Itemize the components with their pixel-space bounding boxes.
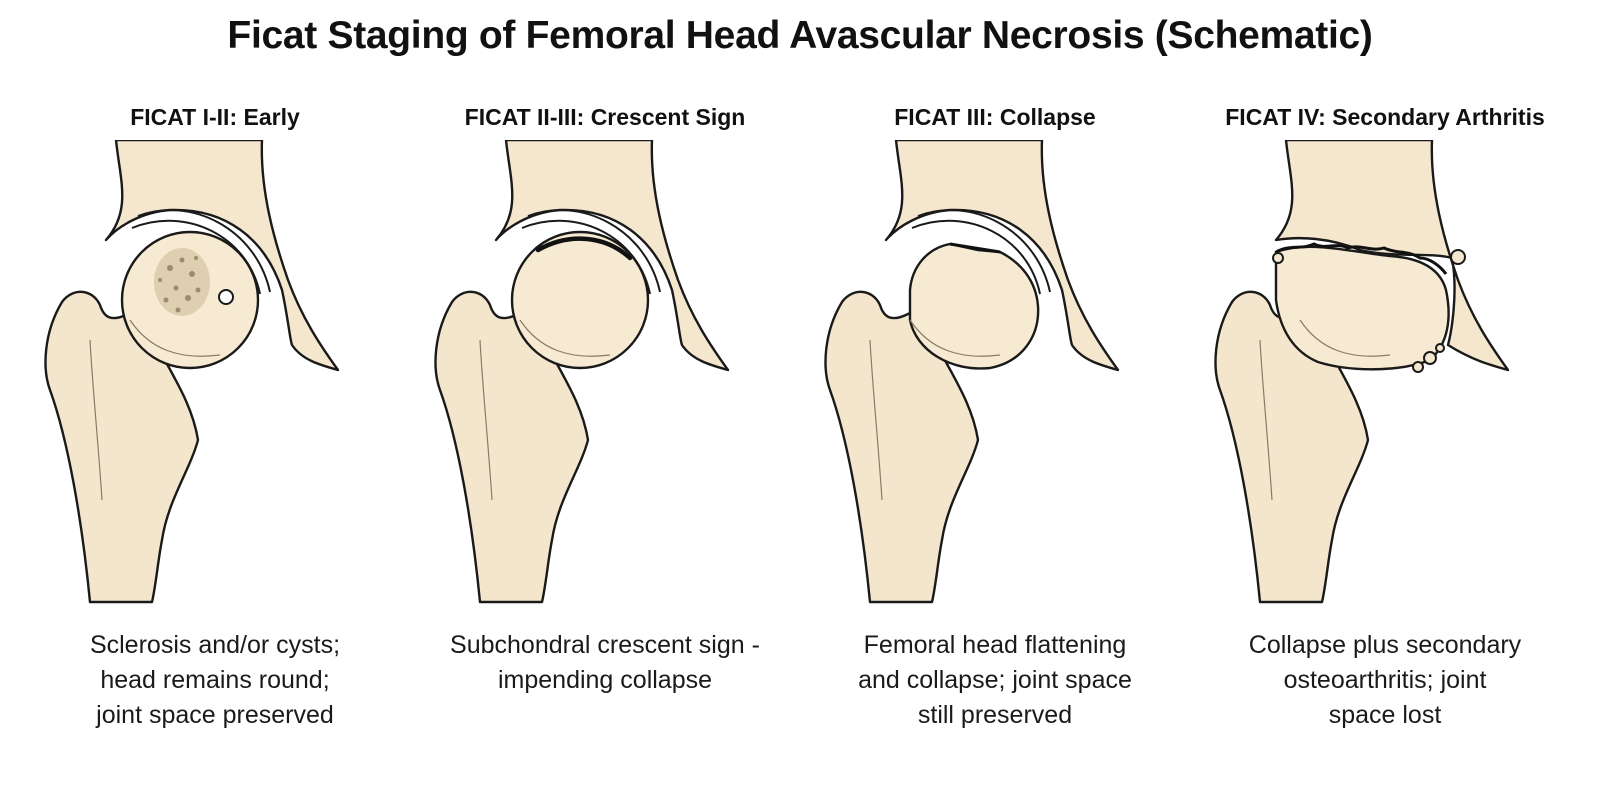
flattened-femoral-head [908, 242, 1040, 370]
femoral-head-illustration-crescent [434, 140, 730, 604]
stage-caption: Subchondral crescent sign - impending co… [450, 631, 760, 694]
cyst [218, 289, 234, 305]
stage-title: FICAT III: Collapse [894, 104, 1096, 130]
sclerosis-patch [154, 248, 210, 316]
crescent-sign [535, 236, 633, 261]
stage-caption: Sclerosis and/or cysts; head remains rou… [89, 631, 341, 729]
femoral-head [510, 230, 650, 370]
osteophyte [1423, 351, 1437, 365]
stage-title: FICAT II-III: Crescent Sign [464, 104, 746, 130]
acetabulum [1274, 140, 1510, 372]
stage-title: FICAT IV: Secondary Arthritis [1225, 104, 1545, 130]
femoral-head-illustration-early [44, 140, 340, 604]
stage-panel-3: FICAT III: Collapse Femoral head flatten… [800, 100, 1190, 790]
osteophyte [1450, 249, 1466, 265]
osteophyte [1435, 343, 1445, 353]
stage-caption: Collapse plus secondary osteoarthritis; … [1248, 631, 1522, 729]
stage-title: FICAT I-II: Early [130, 104, 300, 130]
femoral-head-illustration-arthritis [1214, 140, 1510, 604]
stage-panel-4: FICAT IV: Secondary Arthritis Collapse p… [1190, 100, 1580, 790]
diagram-title: Ficat Staging of Femoral Head Avascular … [227, 14, 1373, 57]
osteophyte [1272, 252, 1284, 264]
osteophyte [1412, 361, 1424, 373]
stage-caption: Femoral head flattening and collapse; jo… [858, 631, 1132, 729]
stage-panel-2: FICAT II-III: Crescent Sign Subchondral … [410, 100, 800, 790]
deformed-femoral-head [1274, 245, 1450, 371]
femoral-head-illustration-collapse [824, 140, 1120, 604]
stage-panel-1: FICAT I-II: Early Sclerosis and/or cysts… [20, 100, 410, 790]
